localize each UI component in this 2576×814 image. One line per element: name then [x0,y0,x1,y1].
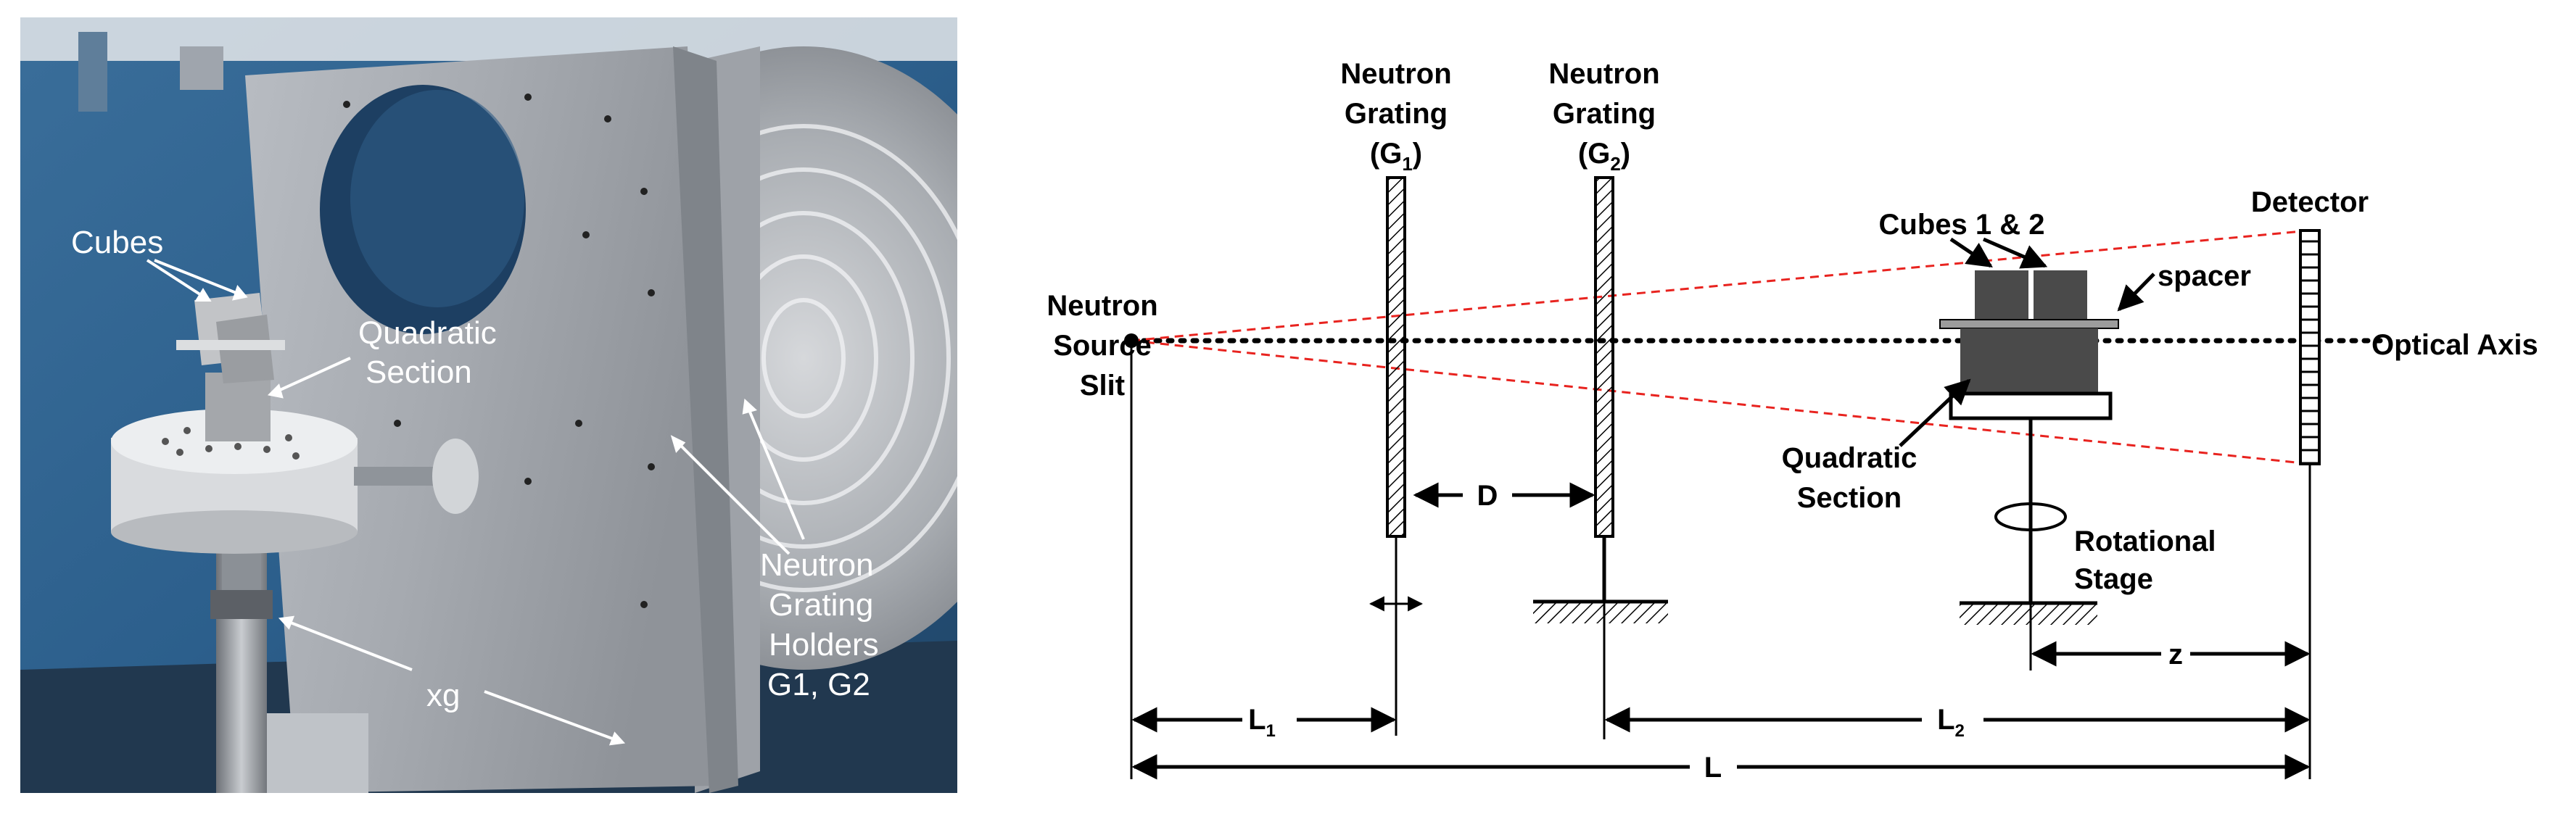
photo-panel: Cubes Quadratic Section Neutron Grating … [20,17,957,793]
label-g1-2: Grating [1345,98,1448,130]
thumb-screw [432,439,479,514]
plate-holes [343,94,655,608]
label-quadratic-2: Section [1797,482,1902,514]
label-source-3: Slit [1080,370,1125,402]
label-cubes: Cubes [71,225,163,260]
label-source-1: Neutron [1046,290,1157,322]
label-detector: Detector [2251,186,2369,218]
label-holders-2: Grating [769,587,873,623]
label-dim-d: D [1477,480,1498,512]
label-g2-1: Neutron [1548,58,1659,90]
label-dim-l: L [1704,752,1722,784]
label-source-2: Source [1053,330,1152,362]
grating-g1 [1386,176,1406,538]
wall-bracket [78,32,107,112]
label-quadratic-1: Quadratic [358,315,497,351]
label-quadratic-1: Quadratic [1782,442,1917,474]
post-collar [210,590,273,619]
beam-upper [1131,229,2311,342]
label-quadratic-2: Section [366,354,472,390]
label-dim-l1: L1 [1248,704,1276,741]
label-rotational-1: Rotational [2074,526,2216,557]
beam-lower [1131,339,2311,465]
photo-annotation-arrows [146,259,805,746]
label-dim-l2: L2 [1937,704,1965,741]
label-cubes: Cubes 1 & 2 [1879,209,2045,241]
cube-1 [1975,270,2028,321]
label-optical-axis: Optical Axis [2371,329,2538,361]
label-g1-3: (G1) [1370,138,1422,175]
plate-edge [673,46,738,793]
label-g2-3: (G2) [1578,138,1630,175]
stage-ground-icon [1960,601,2097,625]
sample-spacer [176,340,285,350]
experiment-photo: Cubes Quadratic Section Neutron Grating … [20,17,957,793]
stage-cylinder-bottom [111,510,358,554]
quadratic-section-body [1960,328,2098,394]
label-holders-3: Holders [769,627,879,663]
label-spacer: spacer [2158,260,2251,292]
label-holders-1: Neutron [760,547,874,583]
label-rotational-2: Stage [2074,563,2153,595]
rotation-icon [1994,502,2067,531]
label-g1-1: Neutron [1340,58,1451,90]
g2-ground-icon [1533,599,1668,623]
label-g2-2: Grating [1553,98,1656,130]
label-holders-4: G1, G2 [767,667,870,702]
wall-clamp [180,46,223,90]
aperture-view [350,90,524,307]
setup-diagram: Neutron Source Slit Neutron Grating (G1)… [1046,58,2538,784]
stand-bracket [267,713,368,793]
detector-pixels [2300,231,2319,464]
label-xg: xg [426,678,460,713]
dimension-lines [1131,482,2311,780]
sample-assembly [1939,270,2119,670]
rotational-stage-plate [1949,391,2113,420]
quadratic-section-block [205,373,271,441]
diagram-panel: Neutron Source Slit Neutron Grating (G1)… [965,0,2576,810]
diagram-pointer-arrows [1899,237,2155,447]
spacer-plate [1939,319,2119,329]
grating-g2 [1594,176,1614,538]
label-dim-z: z [2168,639,2183,670]
cube-2 [2034,270,2087,321]
